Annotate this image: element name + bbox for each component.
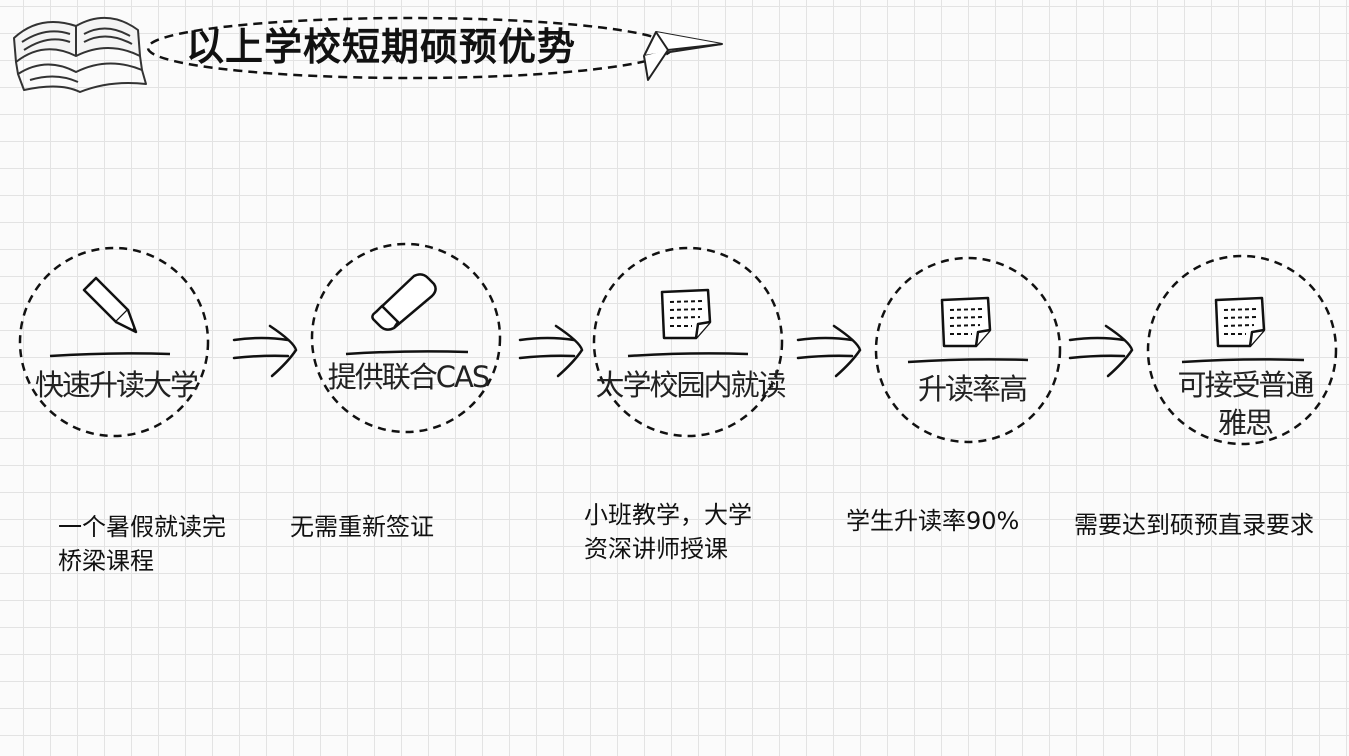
step-3: 大学校园内就读 <box>590 246 790 446</box>
step-1: 快速升读大学 <box>16 246 216 446</box>
books-icon <box>13 16 147 93</box>
step-4: 升读率高 <box>872 254 1072 454</box>
pencil-icon <box>82 276 138 334</box>
step-label: 快速升读大学 <box>34 368 199 402</box>
step-4-description: 学生升读率90% <box>846 507 1020 535</box>
step-5-description: 需要达到硕预直录要求 <box>1074 511 1314 539</box>
arrow-right-icon <box>1068 324 1134 378</box>
notepad-icon <box>660 288 712 340</box>
eraser-icon <box>371 273 437 331</box>
arrow-right-icon <box>232 324 298 378</box>
page-title: 以上学校短期硕预优势 <box>186 25 577 69</box>
step-label: 大学校园内就读 <box>595 368 786 402</box>
header-decoration <box>13 16 723 93</box>
step-ring <box>1146 254 1338 446</box>
arrow-right-icon <box>796 324 862 378</box>
step-5: 可接受普通雅思 <box>1144 254 1344 454</box>
arrow-right-icon <box>518 324 584 378</box>
step-1-description: 一个暑假就读完桥梁课程 <box>58 513 226 575</box>
step-ring <box>592 246 784 438</box>
step-label: 可接受普通雅思 <box>1177 368 1314 440</box>
header: 以上学校短期硕预优势 <box>0 0 760 110</box>
notepad-icon <box>1214 296 1266 348</box>
paper-plane-icon <box>643 31 723 81</box>
step-ring <box>874 256 1062 444</box>
step-ring <box>18 246 210 438</box>
step-ring <box>310 242 502 434</box>
step-2: 提供联合CAS <box>308 242 508 442</box>
step-3-description: 小班教学，大学资深讲师授课 <box>584 501 752 563</box>
step-label: 升读率高 <box>917 372 1028 406</box>
step-label: 提供联合CAS <box>327 360 491 394</box>
notepad-icon <box>940 296 992 348</box>
step-2-description: 无需重新签证 <box>290 513 434 541</box>
